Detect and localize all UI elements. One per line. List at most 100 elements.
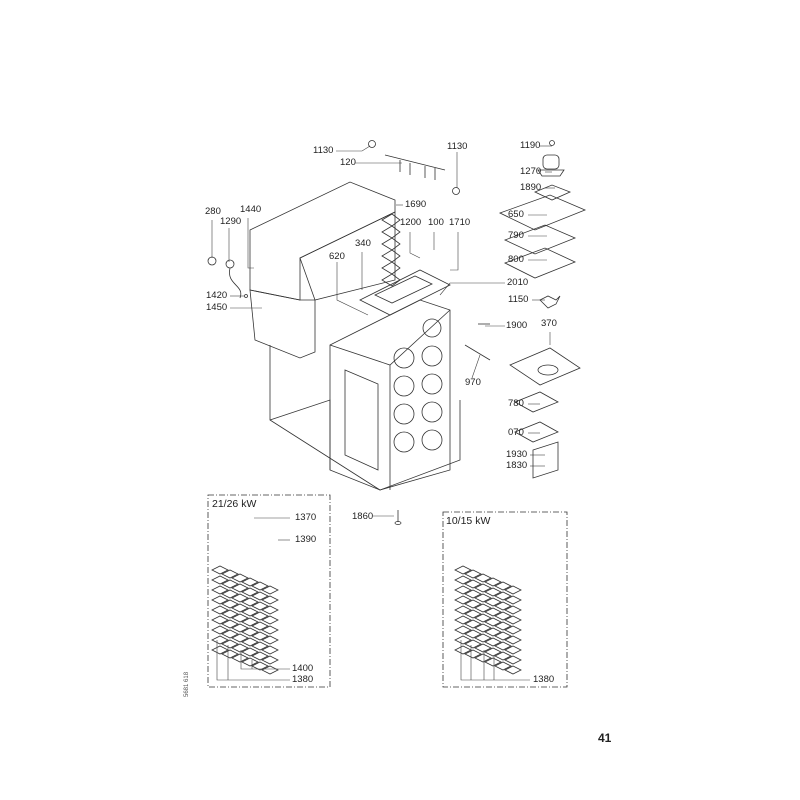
baffle-plate bbox=[454, 585, 472, 595]
baffle-plate bbox=[484, 637, 502, 647]
baffle-plate bbox=[474, 643, 492, 653]
baffle-plate bbox=[454, 565, 472, 575]
callout-1400: 1400 bbox=[292, 663, 314, 674]
baffle-plate bbox=[261, 655, 279, 665]
inset-leaders bbox=[216, 517, 530, 681]
baffle-plate bbox=[494, 661, 512, 671]
baffle-plate bbox=[504, 655, 522, 665]
baffle-plate bbox=[261, 595, 279, 605]
baffle-plate bbox=[221, 619, 239, 629]
baffle-plate bbox=[504, 635, 522, 645]
baffle-plate bbox=[474, 603, 492, 613]
document-id: 5681 618 bbox=[184, 671, 190, 697]
baffle-plate bbox=[484, 617, 502, 627]
inset-title-10-15kw: 10/15 kW bbox=[446, 515, 491, 527]
baffle-plate bbox=[241, 617, 259, 627]
baffle-plate bbox=[241, 637, 259, 647]
baffle-plate bbox=[221, 599, 239, 609]
callout-1380: 1380 bbox=[292, 674, 314, 685]
callout-280: 280 bbox=[205, 206, 221, 217]
baffle-plate bbox=[464, 569, 482, 579]
baffle-plate bbox=[231, 613, 249, 623]
baffle-plate bbox=[504, 585, 522, 595]
baffle-plate bbox=[221, 639, 239, 649]
baffle-plate bbox=[464, 639, 482, 649]
baffle-plate bbox=[494, 631, 512, 641]
page-number: 41 bbox=[598, 731, 612, 745]
heat-exchanger-openings bbox=[393, 318, 443, 453]
baffle-plate bbox=[231, 593, 249, 603]
baffle-plate bbox=[484, 577, 502, 587]
baffle-plate bbox=[454, 595, 472, 605]
baffle-plate bbox=[454, 615, 472, 625]
baffle-plate bbox=[211, 635, 229, 645]
baffle-plate bbox=[474, 593, 492, 603]
baffle-plate bbox=[221, 569, 239, 579]
baffle-plate bbox=[251, 591, 269, 601]
callout-1710: 1710 bbox=[449, 217, 471, 228]
baffle-plate bbox=[454, 645, 472, 655]
baffle-plate bbox=[464, 619, 482, 629]
baffle-plate bbox=[231, 653, 249, 663]
baffle-plate bbox=[251, 621, 269, 631]
top-parts bbox=[368, 140, 587, 479]
baffle-plate bbox=[211, 615, 229, 625]
baffle-plate bbox=[484, 587, 502, 597]
callout-1150: 1150 bbox=[508, 294, 529, 305]
baffle-plate bbox=[484, 647, 502, 657]
callout-1380b: 1380 bbox=[533, 674, 555, 685]
leader-lines bbox=[211, 145, 555, 517]
inset-box-10-15kw bbox=[442, 511, 568, 688]
baffle-plate bbox=[504, 595, 522, 605]
baffle-plate bbox=[464, 599, 482, 609]
baffle-plate bbox=[241, 657, 259, 667]
baffle-plate bbox=[454, 635, 472, 645]
baffle-plate bbox=[464, 589, 482, 599]
baffle-plate bbox=[494, 611, 512, 621]
baffle-plate bbox=[261, 665, 279, 675]
baffle-plate bbox=[474, 613, 492, 623]
baffle-plate bbox=[221, 589, 239, 599]
inset-left-baffles bbox=[211, 565, 279, 675]
callout-650: 650 bbox=[508, 209, 524, 220]
baffle-plate bbox=[211, 645, 229, 655]
callout-1130b: 1130 bbox=[447, 141, 468, 152]
callout-1890: 1890 bbox=[520, 182, 542, 193]
callout-1860: 1860 bbox=[352, 511, 374, 522]
inset-box-21-26kw bbox=[207, 494, 331, 688]
baffle-plate bbox=[454, 625, 472, 635]
callout-120: 120 bbox=[340, 157, 356, 168]
left-parts bbox=[207, 256, 402, 525]
callout-1190: 1190 bbox=[520, 140, 541, 151]
baffle-column bbox=[381, 213, 401, 287]
baffle-plate bbox=[464, 609, 482, 619]
callout-1270: 1270 bbox=[520, 166, 542, 177]
baffle-plate bbox=[241, 597, 259, 607]
callout-1370: 1370 bbox=[295, 512, 317, 523]
baffle-plate bbox=[454, 605, 472, 615]
baffle-plate bbox=[211, 595, 229, 605]
baffle-plate bbox=[231, 583, 249, 593]
callout-1830: 1830 bbox=[506, 460, 528, 471]
boiler-casing bbox=[249, 181, 461, 491]
baffle-plate bbox=[221, 579, 239, 589]
baffle-plate bbox=[261, 615, 279, 625]
baffle-plate bbox=[221, 629, 239, 639]
callout-1440: 1440 bbox=[240, 204, 262, 215]
baffle-plate bbox=[504, 645, 522, 655]
baffle-plate bbox=[494, 591, 512, 601]
baffle-plate bbox=[484, 657, 502, 667]
baffle-plate bbox=[494, 641, 512, 651]
baffle-plate bbox=[261, 635, 279, 645]
baffle-plate bbox=[504, 605, 522, 615]
baffle-plate bbox=[464, 629, 482, 639]
baffle-plate bbox=[484, 627, 502, 637]
callout-070: 070 bbox=[508, 427, 524, 438]
callout-1130: 1130 bbox=[313, 145, 334, 156]
baffle-plate bbox=[211, 565, 229, 575]
baffle-plate bbox=[231, 633, 249, 643]
callout-1290: 1290 bbox=[220, 216, 242, 227]
baffle-plate bbox=[464, 649, 482, 659]
